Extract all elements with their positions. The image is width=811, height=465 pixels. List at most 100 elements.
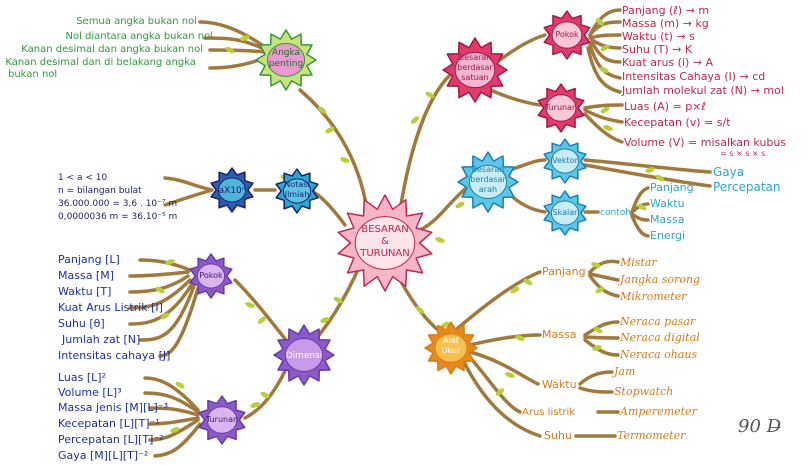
angka-penting-node[interactable]: Angka penting xyxy=(255,29,317,91)
center-node[interactable]: BESARAN & TURUNAN xyxy=(337,194,433,292)
dimensi-flower-icon xyxy=(273,324,335,386)
tool-mistar: Mistar xyxy=(619,256,657,269)
alat-cat-massa: Massa xyxy=(542,328,576,341)
rule-4-cont: bukan nol xyxy=(8,69,57,80)
turunan-satuan-1: Luas (A) = p×ℓ xyxy=(624,100,706,113)
leaf-icon xyxy=(637,203,647,211)
notasi-line-4: 0,0000036 m = 36.10⁻⁵ m xyxy=(58,212,177,222)
dimensi-pokok-5: Suhu [θ] xyxy=(58,317,105,330)
besaran-satuan-flower-icon xyxy=(442,37,508,103)
pokok-satuan-5: Kuat arus (i) → A xyxy=(622,56,713,69)
rule-1: Semua angka bukan nol xyxy=(76,16,197,27)
dimensi-pokok-list: Panjang [L] Massa [M] Waktu [T] Kuat Aru… xyxy=(58,253,170,362)
dimensi-pokok-1: Panjang [L] xyxy=(58,253,120,266)
center-label-2: & xyxy=(381,236,389,247)
turunan-satuan-3: Volume (V) = misalkan kubus xyxy=(624,136,786,149)
branch-ax-text xyxy=(163,176,214,207)
turunan-dimensi-node[interactable]: Turunan xyxy=(198,395,246,445)
branch-alat-waktu xyxy=(468,350,540,386)
branch-alat-massa xyxy=(468,333,542,347)
turunan-satuan-flower-icon xyxy=(537,83,585,133)
tool-jangka-sorong: Jangka sorong xyxy=(618,273,700,286)
notasi-line-3: 36.000.000 = 3,6 . 10⁻⁷ m xyxy=(58,199,177,209)
branch-turunan-items xyxy=(583,103,624,144)
angka-penting-label-1: Angka xyxy=(272,48,300,58)
leaf-icon xyxy=(592,345,602,351)
leaf-icon xyxy=(240,35,250,41)
notasi-ilmiah-node[interactable]: Notasi Ilmiah xyxy=(275,168,319,214)
alat-ukur-label-1: Alat xyxy=(443,336,459,345)
pokok-satuan-6: Intensitas Cahaya (I) → cd xyxy=(622,70,765,83)
leaf-icon xyxy=(320,317,330,323)
leaf-icon xyxy=(593,326,603,334)
notasi-label-1: Notasi xyxy=(284,180,309,189)
leaf-icon xyxy=(325,126,335,134)
angka-penting-label-2: penting xyxy=(269,59,303,69)
dimensi-turunan-4: Kecepatan [L][T]⁻¹ xyxy=(58,417,160,430)
leaf-icon xyxy=(655,174,665,182)
besaran-satuan-node[interactable]: Besaran berdasar satuan xyxy=(442,37,508,103)
dimensi-turunan-2: Volume [L]³ xyxy=(58,386,122,399)
notasi-label-2: Ilmiah xyxy=(285,190,310,199)
branch-massa-tools xyxy=(583,320,620,357)
leaf-icon xyxy=(440,321,450,329)
ax10n-node[interactable]: aX10ⁿ xyxy=(210,167,254,213)
pokok-dimensi-node[interactable]: Pokok xyxy=(189,253,233,299)
turunan-satuan-list: Luas (A) = p×ℓ Kecepatan (v) = s/t Volum… xyxy=(624,100,786,158)
vektor-node[interactable]: Vektor xyxy=(543,138,587,184)
dimensi-label: Dimensi xyxy=(286,351,323,361)
leaf-icon xyxy=(250,402,260,408)
branch-arah-vektor xyxy=(508,158,547,172)
leaf-icon xyxy=(425,91,435,99)
pokok-satuan-3: Waktu (t) → s xyxy=(622,30,695,43)
tool-termometer: Termometer xyxy=(617,429,686,442)
pokok-satuan-flower-icon xyxy=(543,10,591,60)
satuan-label-3: satuan xyxy=(461,73,488,82)
center-flower-icon xyxy=(337,194,433,292)
branch-alat-suhu xyxy=(460,356,542,438)
leaf-icon xyxy=(600,44,610,52)
ax10n-flower-icon xyxy=(210,167,254,213)
alat-ukur-node[interactable]: Alat Ukur xyxy=(424,321,478,375)
dimensi-turunan-6: Gaya [M][L][T]⁻² xyxy=(58,449,148,462)
pokok-dimensi-flower-icon xyxy=(189,253,233,299)
leaf-icon xyxy=(603,125,613,131)
pokok-satuan-node[interactable]: Pokok xyxy=(543,10,591,60)
turunan-satuan-label: Turunan xyxy=(544,103,577,112)
leaf-icon xyxy=(645,167,655,173)
vektor-item-2: Percepatan xyxy=(713,180,780,194)
dimensi-node[interactable]: Dimensi xyxy=(273,324,335,386)
leaf-icon xyxy=(170,427,180,433)
branch-satuan-pokok xyxy=(498,33,547,62)
besaran-arah-flower-icon xyxy=(457,151,519,213)
alat-ukur-tools: Mistar Jangka sorong Mikrometer Neraca p… xyxy=(612,256,700,442)
notasi-line-2: n = bilangan bulat xyxy=(58,186,142,196)
leaf-icon xyxy=(523,278,533,286)
leaf-icon xyxy=(260,391,270,399)
pokok-satuan-4: Suhu (T) → K xyxy=(622,43,693,56)
arah-label-1: Besaran xyxy=(472,165,505,174)
notasi-ilmiah-flower-icon xyxy=(275,168,319,214)
turunan-satuan-node[interactable]: Turunan xyxy=(537,83,585,133)
dimensi-pokok-7: Intensitas cahaya [J] xyxy=(58,349,170,362)
leaf-icon xyxy=(225,46,235,54)
dimensi-pokok-6: Jumlah zat [N] xyxy=(61,333,140,346)
skalar-node[interactable]: Skalar xyxy=(543,190,587,236)
tool-neraca-ohaus: Neraca ohaus xyxy=(619,348,698,361)
skalar-contoh-label: contoh xyxy=(600,208,631,218)
branch-center-angka xyxy=(298,88,370,217)
arah-label-2: berdasar xyxy=(470,175,506,184)
leaf-icon xyxy=(340,157,350,163)
leaf-icon xyxy=(595,18,605,26)
branch-center-satuan xyxy=(398,73,452,212)
leaf-icon xyxy=(410,116,420,124)
tool-neraca-digital: Neraca digital xyxy=(619,331,700,344)
skalar-flower-icon xyxy=(543,190,587,236)
vektor-label: Vektor xyxy=(552,156,578,165)
besaran-arah-node[interactable]: Besaran berdasar arah xyxy=(457,151,519,213)
alat-cat-arus: Arus listrik xyxy=(522,407,575,418)
turunan-dimensi-flower-icon xyxy=(198,395,246,445)
vektor-list: Gaya Percepatan xyxy=(713,165,780,194)
dimensi-pokok-3: Waktu [T] xyxy=(58,285,111,298)
